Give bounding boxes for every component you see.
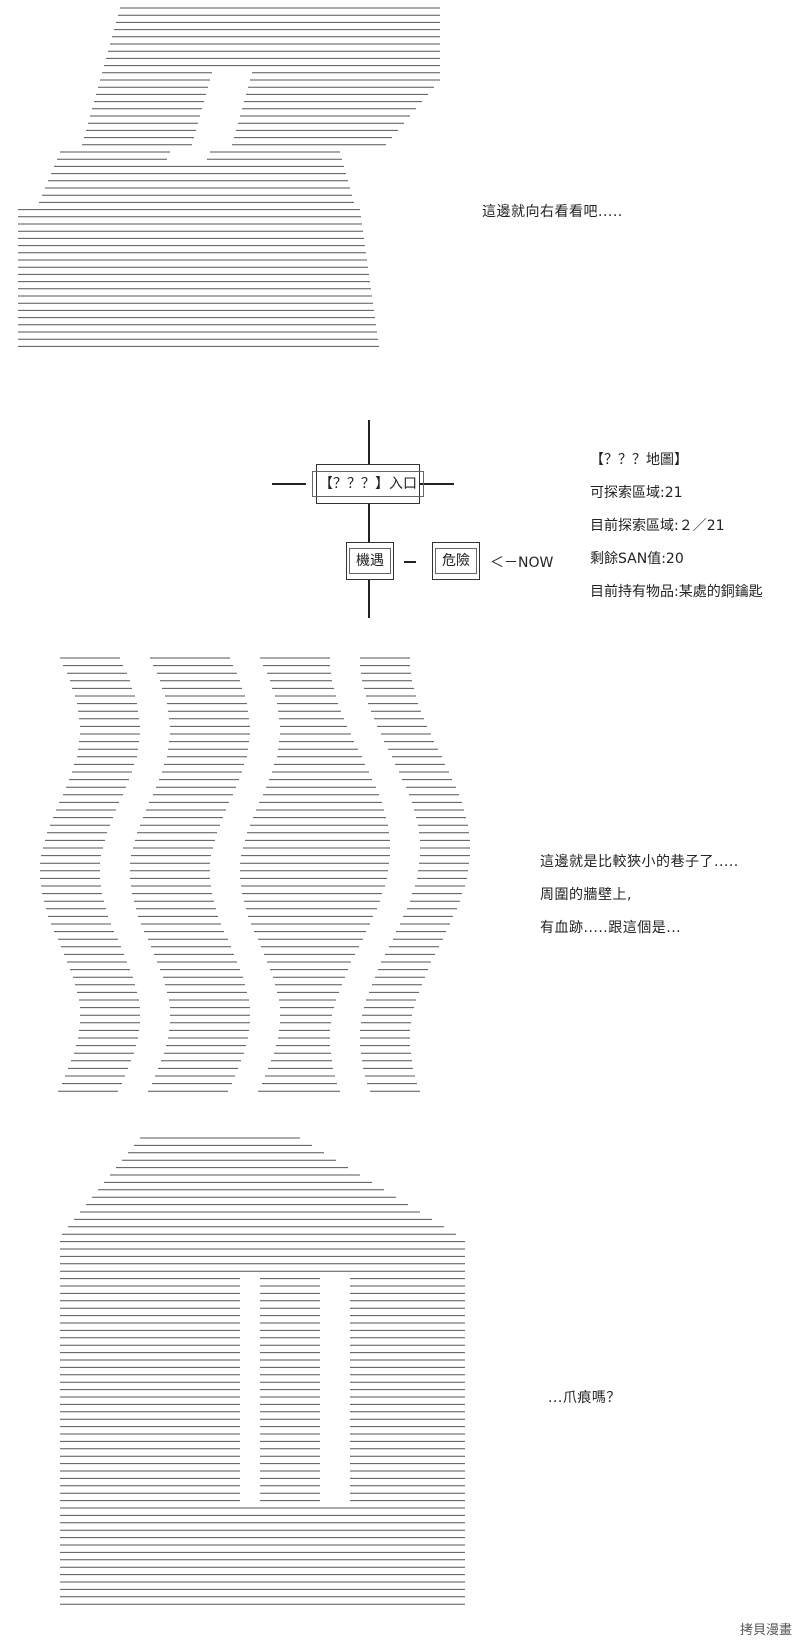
map-title: 【？？？地圖】 (590, 452, 688, 468)
map-path-south-2 (368, 580, 370, 618)
opportunity-label: 機遇 (349, 548, 391, 574)
map-path-west (272, 483, 306, 485)
panel-3: 這邊就是比較狹小的巷子了..... 周圍的牆壁上, 有血跡.....跟這個是..… (0, 650, 800, 1120)
panel-4: ...爪痕嗎？ (0, 1130, 800, 1644)
narration-line-2: 周圍的牆壁上, (540, 887, 632, 903)
narration-alley: 這邊就是比較狹小的巷子了..... 周圍的牆壁上, 有血跡.....跟這個是..… (540, 846, 739, 945)
now-marker: ＜－NOW (490, 555, 554, 571)
explored-areas: 目前探索區域:２／21 (590, 518, 725, 534)
narration-line-3: 有血跡.....跟這個是... (540, 920, 682, 936)
explorable-areas: 可探索區域:21 (590, 485, 683, 501)
map-room-entrance[interactable]: 【？？？】入口 (312, 464, 424, 504)
narration-look-right: 這邊就向右看看吧..... (482, 204, 623, 220)
map-panel: 【？？？】入口 機遇 危險 ＜－NOW 【？？？地圖】 可探索區域:21 目前探… (0, 410, 800, 620)
watermark: 拷貝漫畫 (739, 1623, 792, 1638)
ascii-art-figure-3 (60, 1137, 465, 1605)
narration-line-1: 這邊就是比較狹小的巷子了..... (540, 854, 739, 870)
panel-1: 這邊就向右看看吧..... (0, 0, 800, 370)
narration-claw-marks: ...爪痕嗎？ (548, 1390, 621, 1406)
ascii-art-figure-1 (18, 7, 440, 347)
ascii-art-figure-2 (40, 657, 470, 1092)
map-room-danger[interactable]: 危險 (432, 542, 480, 580)
map-path-north (368, 420, 370, 464)
map-path-south (368, 504, 370, 542)
map-path-to-danger (404, 561, 416, 563)
map-stats: 【？？？地圖】 可探索區域:21 目前探索區域:２／21 剩餘SAN值:20 目… (590, 444, 763, 609)
map-path-east (420, 483, 454, 485)
danger-label: 危險 (435, 548, 477, 574)
san-value: 剩餘SAN值:20 (590, 551, 684, 567)
entrance-label: 【？？？】入口 (312, 471, 424, 497)
held-items: 目前持有物品:某處的銅鑰匙 (590, 584, 763, 600)
map-room-opportunity[interactable]: 機遇 (346, 542, 394, 580)
